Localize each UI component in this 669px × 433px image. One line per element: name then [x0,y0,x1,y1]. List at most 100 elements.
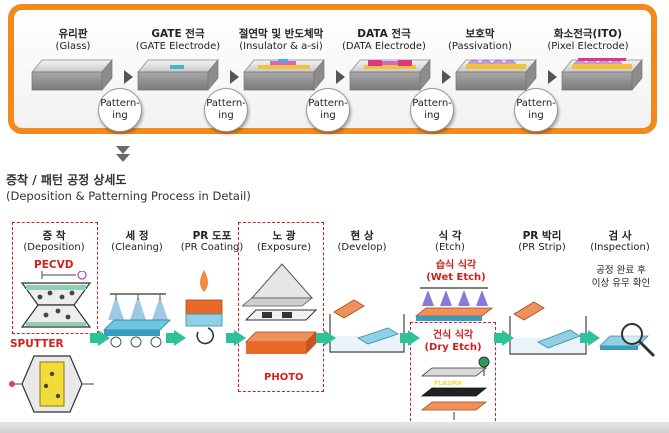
dry-etch-caption: 건식 식각 (Dry Etch) [420,330,486,354]
patterning-badge: Pattern- ing [410,88,454,132]
flow-arrow [226,330,246,346]
wet-etch-caption: 습식 식각 (Wet Etch) [426,260,486,284]
step-subtitle: (Passivation) [448,41,512,52]
step-title: 보호막 [465,28,495,40]
step-title: 화소전극(ITO) [553,28,623,40]
process-title: 식 각 [438,230,462,242]
flow-arrow [580,330,600,346]
pr-coating-illustration [185,270,223,345]
sputter-label: SPUTTER [10,338,64,350]
chevron-right-icon [230,70,239,84]
patterning-badge: Pattern- ing [306,88,350,132]
process-pr-strip-header: PR 박리 (PR Strip) [502,230,582,254]
photo-label: PHOTO [264,372,304,383]
flow-arrow [166,330,186,346]
patterning-label: Pattern- ing [412,98,452,121]
layer-slabs [31,58,643,91]
process-subtitle: (Exposure) [256,242,312,253]
step-subtitle: (Glass) [55,41,91,52]
chevron-right-icon [442,70,451,84]
develop-illustration [329,299,405,353]
step-insulator: 절연막 및 반도체막 (Insulator & a-si) [226,28,336,53]
wet-etch-label: 습식 식각 [435,260,477,271]
glass-slab-1 [31,59,113,91]
step-title: GATE 전극 [151,28,205,40]
patterning-badge: Pattern- ing [514,88,558,132]
patterning-label: Pattern- ing [308,98,348,121]
inspection-note-line-1: 공정 완료 후 [596,265,646,276]
deposition-highlight-box [12,222,98,334]
arrow-right-icon [234,330,246,346]
glass-slab-2 [137,59,219,91]
arrow-right-icon [98,330,110,346]
process-etch-header: 식 각 (Etch) [410,230,490,254]
section-heading: 증착 / 패턴 공정 상세도 (Deposition & Patterning … [6,172,251,204]
step-subtitle: (Pixel Electrode) [547,41,629,52]
plasma-label: PLASMA [434,380,462,387]
patterning-label: Pattern- ing [100,98,140,121]
step-data: DATA 전극 (DATA Electrode) [334,28,434,53]
dry-etch-illustration [420,356,490,420]
step-title: 절연막 및 반도체막 [238,28,324,40]
arrow-right-icon [502,330,514,346]
arrow-down-icon [116,146,130,162]
process-title: 현 상 [350,230,374,242]
arrow-right-icon [408,330,420,346]
glass-slab-6 [561,58,643,91]
step-gate: GATE 전극 (GATE Electrode) [128,28,228,53]
step-title: 유리판 [58,28,88,40]
step-title: DATA 전극 [357,28,411,40]
step-ito: 화소전극(ITO) (Pixel Electrode) [538,28,638,53]
inspection-note-line-2: 이상 유무 확인 [591,278,651,289]
cleaning-illustration [103,293,171,348]
pecvd-label: PECVD [34,259,74,271]
process-title: 증 착 [42,230,66,242]
inspection-illustration [599,323,656,358]
dry-etch-label: 건식 식각 [432,330,474,341]
process-subtitle: (PR Strip) [518,242,566,253]
process-title: PR 도포 [192,230,232,242]
flow-arrow [400,330,420,346]
process-cleaning-header: 세 정 (Cleaning) [102,230,172,254]
process-deposition-header: 증 착 (Deposition) [14,230,94,254]
patterning-label: Pattern- ing [206,98,246,121]
flow-arrow [494,330,514,346]
process-subtitle: (PR Coating) [180,242,244,253]
glass-slab-5 [455,59,537,91]
glass-slab-3 [243,59,325,91]
patterning-badge: Pattern- ing [204,88,248,132]
step-subtitle: (Insulator & a-si) [239,41,323,52]
pecvd-chamber-illustration [20,271,92,328]
arrow-right-icon [324,330,336,346]
step-glass: 유리판 (Glass) [38,28,108,53]
patterning-badge: Pattern- ing [98,88,142,132]
arrow-right-icon [588,330,600,346]
pr-strip-illustration [509,301,587,355]
process-title: PR 박리 [522,230,562,242]
step-passivation: 보호막 (Passivation) [440,28,520,53]
process-title: 노 광 [272,230,296,242]
process-subtitle: (Develop) [337,242,387,253]
flow-arrow [316,330,336,346]
patterning-label: Pattern- ing [516,98,556,121]
floor-bar [0,422,669,433]
process-exposure-header: 노 광 (Exposure) [244,230,324,254]
sputter-chamber-illustration [9,355,94,413]
glass-slab-4 [349,59,431,91]
section-subtitle: (Deposition & Patterning Process in Deta… [6,189,251,203]
dry-etch-subtitle: (Dry Etch) [424,342,482,353]
chevron-right-icon [548,70,557,84]
inspection-note: 공정 완료 후 이상 유무 확인 [584,264,658,290]
wet-etch-subtitle: (Wet Etch) [426,272,486,283]
step-subtitle: (GATE Electrode) [135,41,221,52]
process-title: 세 정 [125,230,149,242]
process-inspection-header: 검 사 (Inspection) [578,230,662,254]
process-subtitle: (Inspection) [590,242,650,253]
arrow-right-icon [174,330,186,346]
exposure-illustration [242,263,318,354]
exposure-highlight-box [238,222,324,392]
process-subtitle: (Cleaning) [111,242,163,253]
process-title: 검 사 [608,230,632,242]
chevron-right-icon [124,70,133,84]
step-subtitle: (DATA Electrode) [342,41,426,52]
